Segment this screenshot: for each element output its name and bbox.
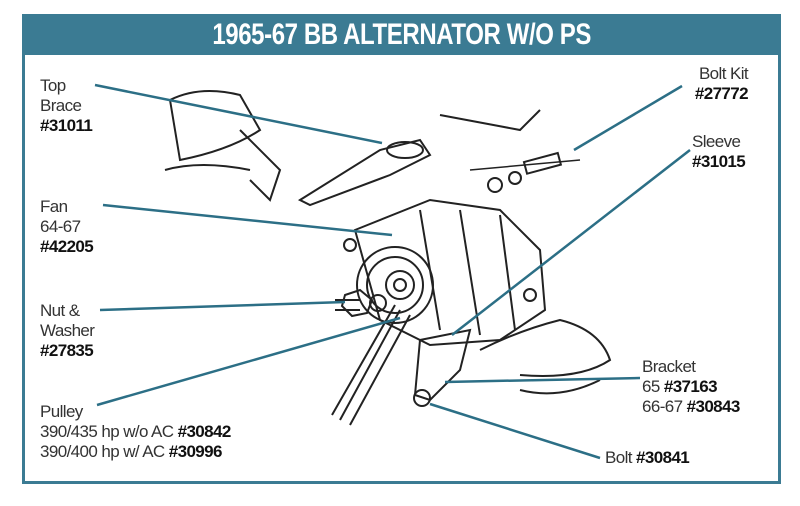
bolt-part (413, 389, 431, 407)
pulley-part (385, 270, 415, 300)
leader-bracket (444, 376, 641, 384)
leader-nut-washer (99, 300, 346, 312)
label-bolt-kit: Bolt Kit #27772 (694, 64, 749, 103)
label-bracket: Bracket 65 #37163 66-67 #30843 (642, 357, 740, 416)
label-sleeve: Sleeve #31015 (692, 132, 746, 171)
leader-sleeve (451, 149, 691, 336)
leader-pulley (96, 316, 401, 407)
leader-lines (94, 83, 691, 460)
label-pulley: Pulley 390/435 hp w/o AC #30842 390/400 … (40, 402, 231, 461)
leader-fan (102, 203, 393, 237)
engine-sketch (164, 90, 612, 426)
top-brace-part (297, 138, 432, 207)
bracket-part (413, 328, 472, 402)
label-top-brace: Top Brace #31011 (40, 76, 93, 135)
label-fan: Fan 64-67 #42205 (40, 197, 94, 256)
nut-part (340, 288, 374, 318)
diagram-title: 1965-67 BB ALTERNATOR W/O PS (22, 14, 781, 55)
label-nut-washer: Nut & Washer #27835 (40, 301, 95, 360)
leader-bolt-kit (573, 84, 683, 152)
label-bolt: Bolt #30841 (605, 448, 690, 467)
leader-bolt (429, 402, 601, 460)
leader-top-brace (94, 83, 383, 145)
fan-part (356, 246, 434, 324)
alternator-body (353, 198, 547, 347)
